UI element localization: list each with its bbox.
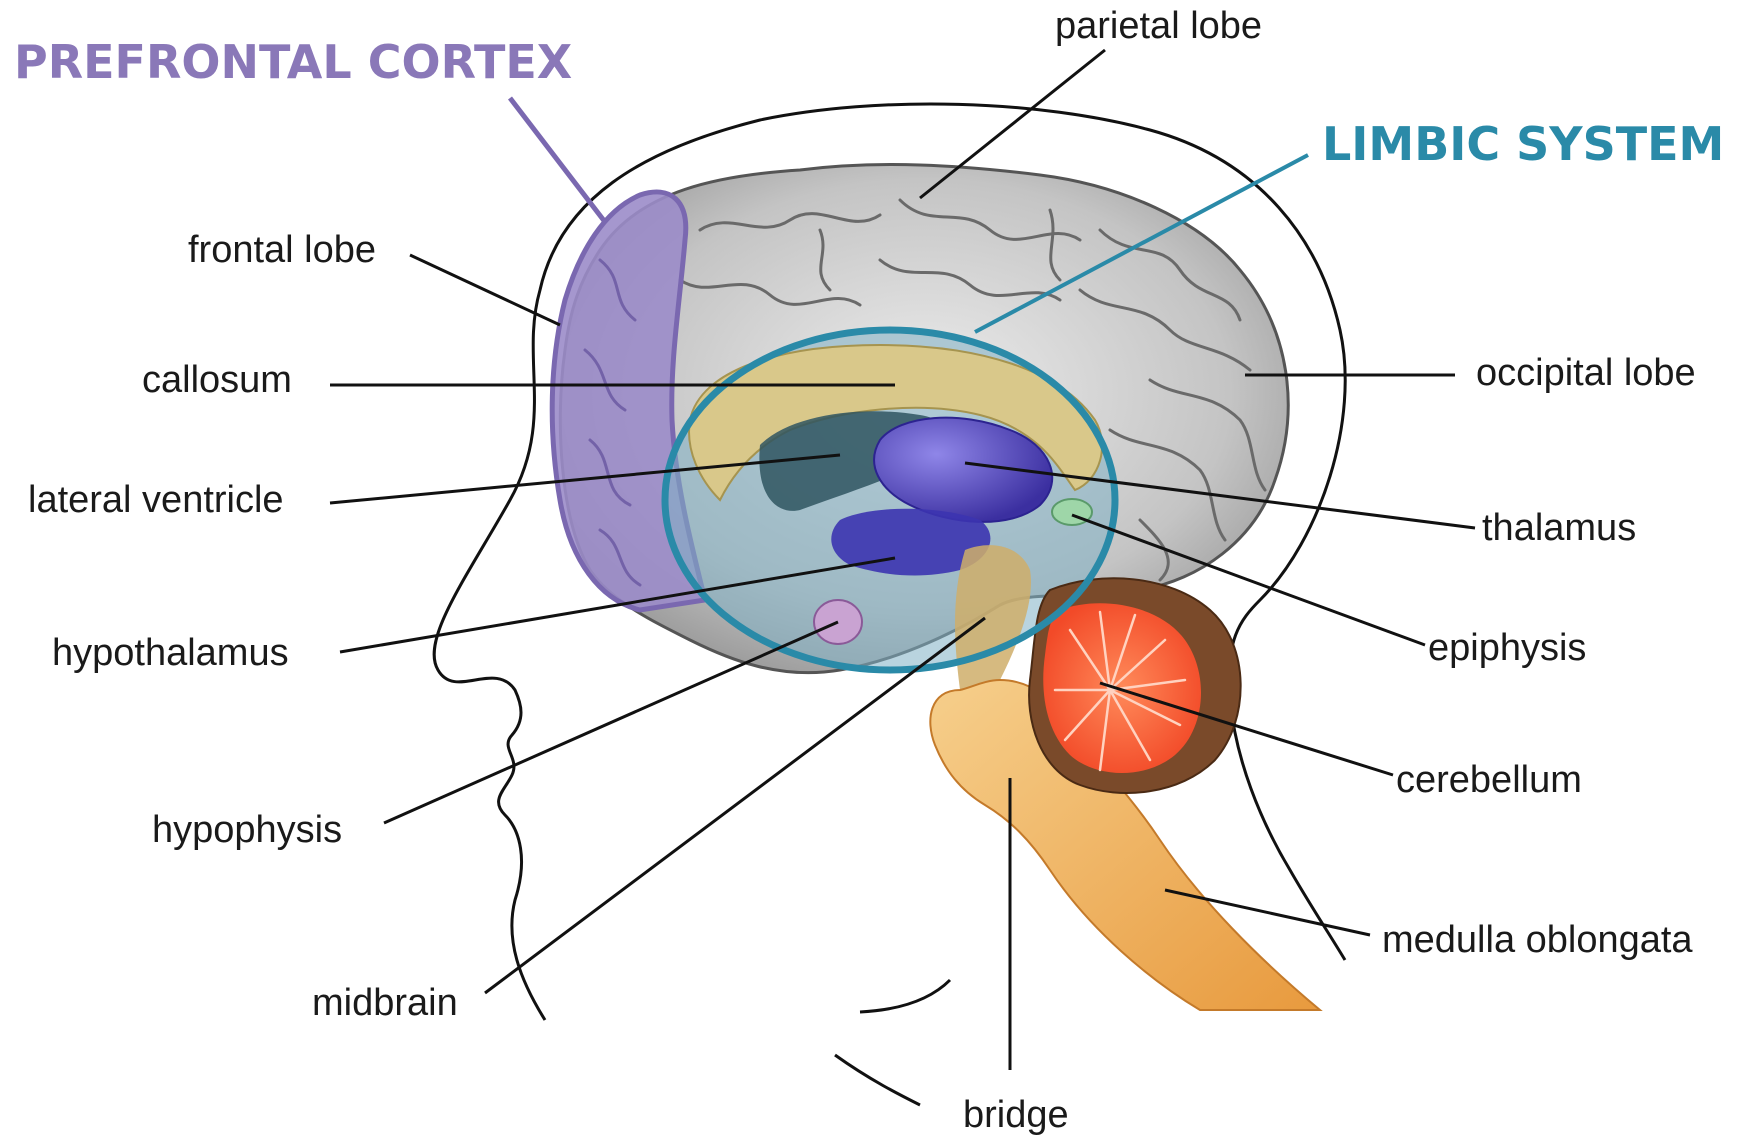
label-frontal-lobe: frontal lobe	[188, 229, 376, 271]
prefrontal-cortex-heading: PREFRONTAL CORTEX	[14, 35, 572, 89]
label-hypophysis: hypophysis	[152, 809, 342, 851]
limbic-system-heading: LIMBIC SYSTEM	[1322, 117, 1724, 171]
midbrain-shape	[955, 545, 1031, 690]
neck-outline	[860, 980, 950, 1012]
label-lateral-ventricle: lateral ventricle	[28, 479, 284, 521]
label-midbrain: midbrain	[312, 982, 458, 1024]
label-cerebellum: cerebellum	[1396, 759, 1582, 801]
prefrontal-leader	[510, 98, 605, 222]
label-hypothalamus: hypothalamus	[52, 632, 289, 674]
jaw-outline	[835, 1055, 920, 1105]
label-thalamus: thalamus	[1482, 507, 1636, 549]
label-parietal-lobe: parietal lobe	[1055, 5, 1262, 47]
leader-midbrain	[485, 618, 985, 993]
label-medulla-oblongata: medulla oblongata	[1382, 919, 1693, 961]
label-occipital-lobe: occipital lobe	[1476, 352, 1696, 394]
label-callosum: callosum	[142, 359, 292, 401]
leader-hypophysis	[384, 622, 838, 823]
label-epiphysis: epiphysis	[1428, 627, 1586, 669]
leader-frontal-lobe	[410, 255, 560, 325]
label-bridge: bridge	[963, 1094, 1069, 1136]
